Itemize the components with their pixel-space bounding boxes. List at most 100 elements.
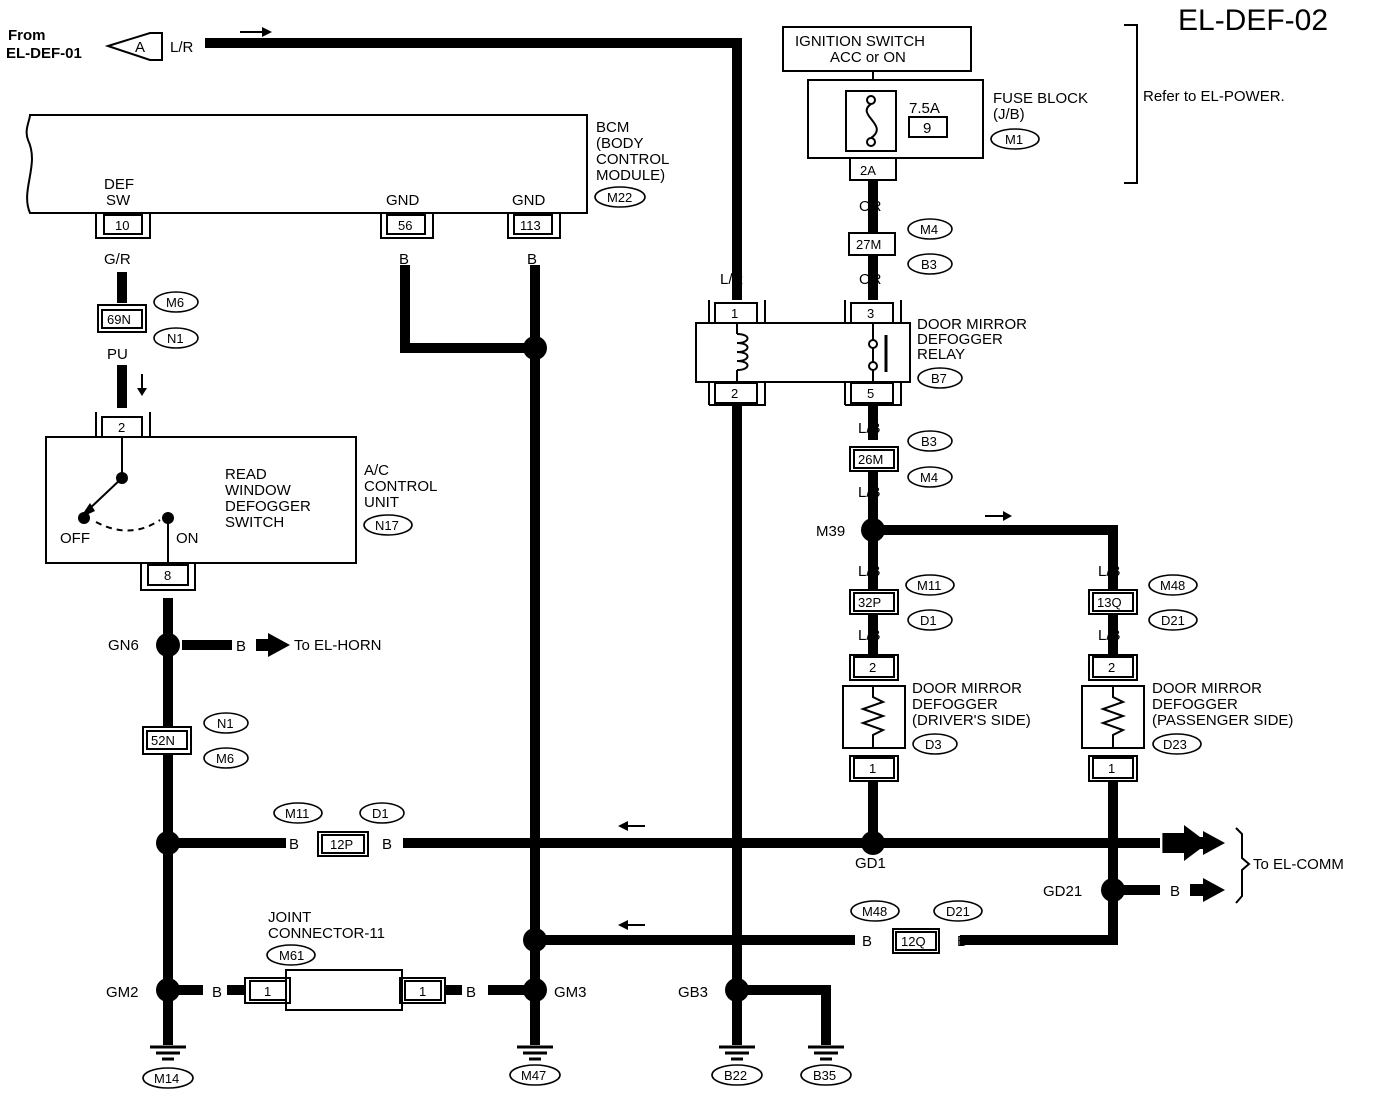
joint-connector: M61 bbox=[279, 948, 304, 963]
connector-12q: 12Q bbox=[901, 934, 926, 949]
horn-arrow-icon bbox=[256, 633, 290, 657]
tag-m48-a: M48 bbox=[1160, 578, 1185, 593]
wire-color-b-m14: B bbox=[162, 1023, 172, 1040]
joint-label-2: CONNECTOR-11 bbox=[268, 925, 385, 942]
wire-color-b-gnd1: B bbox=[399, 251, 409, 268]
driver-connector: D3 bbox=[925, 737, 942, 752]
joint-connector-body bbox=[285, 969, 403, 1011]
wire-color-b-m47: B bbox=[530, 1023, 540, 1040]
tag-d1-b: D1 bbox=[372, 806, 389, 821]
ignition-switch-mode: ACC or ON bbox=[830, 49, 906, 66]
wire-color-or-2: OR bbox=[859, 271, 882, 288]
connector-52n: 52N bbox=[151, 733, 175, 748]
ground-b35-icon bbox=[808, 1045, 844, 1061]
splice-gd21 bbox=[1101, 878, 1125, 902]
wire-color-lb-5: L/B bbox=[1098, 563, 1121, 580]
splice-gd1 bbox=[861, 831, 885, 855]
splice-gd21-label: GD21 bbox=[1043, 883, 1082, 900]
ignition-switch-label: IGNITION SWITCH bbox=[795, 33, 925, 50]
switch-on-label: ON bbox=[176, 530, 199, 547]
tag-d21-a: D21 bbox=[1161, 613, 1185, 628]
refer-note: Refer to EL-POWER. bbox=[1143, 88, 1285, 105]
switch-label-1: READ bbox=[225, 466, 267, 483]
relay-pin-3: 3 bbox=[867, 306, 874, 321]
bcm-gnd-label-2: GND bbox=[512, 192, 546, 209]
wire-color-b-2: B bbox=[162, 700, 172, 717]
wire-color-lb-4: L/B bbox=[858, 627, 881, 644]
wire-color-b-3: B bbox=[162, 765, 172, 782]
ac-unit-label-1: A/C bbox=[364, 462, 389, 479]
wire-color-lr-top: L/R bbox=[170, 39, 194, 56]
comm-bracket bbox=[1235, 827, 1251, 904]
wire-color-lb-1: L/B bbox=[858, 420, 881, 437]
wire-color-b-driver: B bbox=[868, 795, 878, 812]
splice-gb3 bbox=[725, 978, 749, 1002]
ground-m47: M47 bbox=[521, 1068, 546, 1083]
ac-pin-8: 8 bbox=[164, 568, 171, 583]
wire-color-b-12q-l: B bbox=[862, 933, 872, 950]
tag-m11-b: M11 bbox=[285, 806, 309, 821]
splice-gnd-join bbox=[523, 336, 547, 360]
wire-color-b-gnd2: B bbox=[527, 251, 537, 268]
relay-label-1: DOOR MIRROR bbox=[917, 316, 1027, 333]
wire-color-lb-6: L/B bbox=[1098, 627, 1121, 644]
wire-color-b-joint-l: B bbox=[212, 984, 222, 1001]
tag-n1-a: N1 bbox=[167, 331, 184, 346]
switch-label-4: SWITCH bbox=[225, 514, 284, 531]
passenger-label-2: DEFOGGER bbox=[1152, 696, 1238, 713]
comm-arrow-1-icon bbox=[1190, 831, 1225, 855]
wire-color-b-comm1: B bbox=[1170, 836, 1180, 853]
ac-unit-label-2: CONTROL bbox=[364, 478, 437, 495]
bcm-gnd-label-1: GND bbox=[386, 192, 420, 209]
fuse-block-sub: (J/B) bbox=[993, 106, 1025, 123]
tag-m11-a: M11 bbox=[917, 578, 941, 593]
joint-label-1: JOINT bbox=[268, 909, 311, 926]
wire-color-b-relay: B bbox=[731, 420, 741, 437]
connector-13q: 13Q bbox=[1097, 595, 1122, 610]
driver-label-1: DOOR MIRROR bbox=[912, 680, 1022, 697]
fuse-number: 9 bbox=[923, 120, 931, 137]
splice-gm3-label: GM3 bbox=[554, 984, 587, 1001]
passenger-label-3: (PASSENGER SIDE) bbox=[1152, 712, 1293, 729]
from-source-label: EL-DEF-01 bbox=[6, 45, 82, 62]
relay-switch-icon bbox=[868, 323, 888, 382]
joint-pin-right: 1 bbox=[419, 984, 426, 999]
splice-gm2 bbox=[156, 978, 180, 1002]
relay-pin-1: 1 bbox=[731, 306, 738, 321]
tag-b3-b: B3 bbox=[921, 434, 937, 449]
ground-m47-icon bbox=[517, 1045, 553, 1061]
to-comm-label: To EL-COMM bbox=[1253, 856, 1344, 873]
tag-n1-b: N1 bbox=[217, 716, 234, 731]
wire-color-b-b22: B bbox=[731, 1023, 741, 1040]
relay-pin-2: 2 bbox=[731, 386, 738, 401]
driver-pin-2: 2 bbox=[869, 660, 876, 675]
passenger-pin-2: 2 bbox=[1108, 660, 1115, 675]
relay-label-2: DEFOGGER bbox=[917, 331, 1003, 348]
passenger-pin-1: 1 bbox=[1108, 761, 1115, 776]
wire-color-lb-2: L/B bbox=[858, 484, 881, 501]
bcm-pin-10: 10 bbox=[115, 218, 129, 233]
bcm-connector: M22 bbox=[607, 190, 632, 205]
connector-27m: 27M bbox=[856, 237, 881, 252]
relay-connector: B7 bbox=[931, 371, 947, 386]
wire-color-b-joint-r: B bbox=[466, 984, 476, 1001]
relay-pin-5: 5 bbox=[867, 386, 874, 401]
connector-12p: 12P bbox=[330, 837, 353, 852]
wire-color-b-12p-l: B bbox=[289, 836, 299, 853]
bcm-label-2: (BODY bbox=[596, 135, 644, 152]
connector-32p: 32P bbox=[858, 595, 881, 610]
switch-off-label: OFF bbox=[60, 530, 90, 547]
fuse-block-label: FUSE BLOCK bbox=[993, 90, 1088, 107]
ac-unit-connector: N17 bbox=[375, 518, 399, 533]
ac-pin-2: 2 bbox=[118, 420, 125, 435]
tag-m6-a: M6 bbox=[166, 295, 184, 310]
wire-color-b-12q-r: B bbox=[957, 933, 967, 950]
tag-m4-a: M4 bbox=[920, 222, 938, 237]
to-horn-label: To EL-HORN bbox=[294, 637, 382, 654]
wire-color-b-passenger: B bbox=[1108, 795, 1118, 812]
flow-arrows bbox=[137, 27, 1208, 930]
from-connector-a: A bbox=[104, 32, 163, 61]
driver-pin-1: 1 bbox=[869, 761, 876, 776]
passenger-heater-icon bbox=[1099, 686, 1127, 748]
